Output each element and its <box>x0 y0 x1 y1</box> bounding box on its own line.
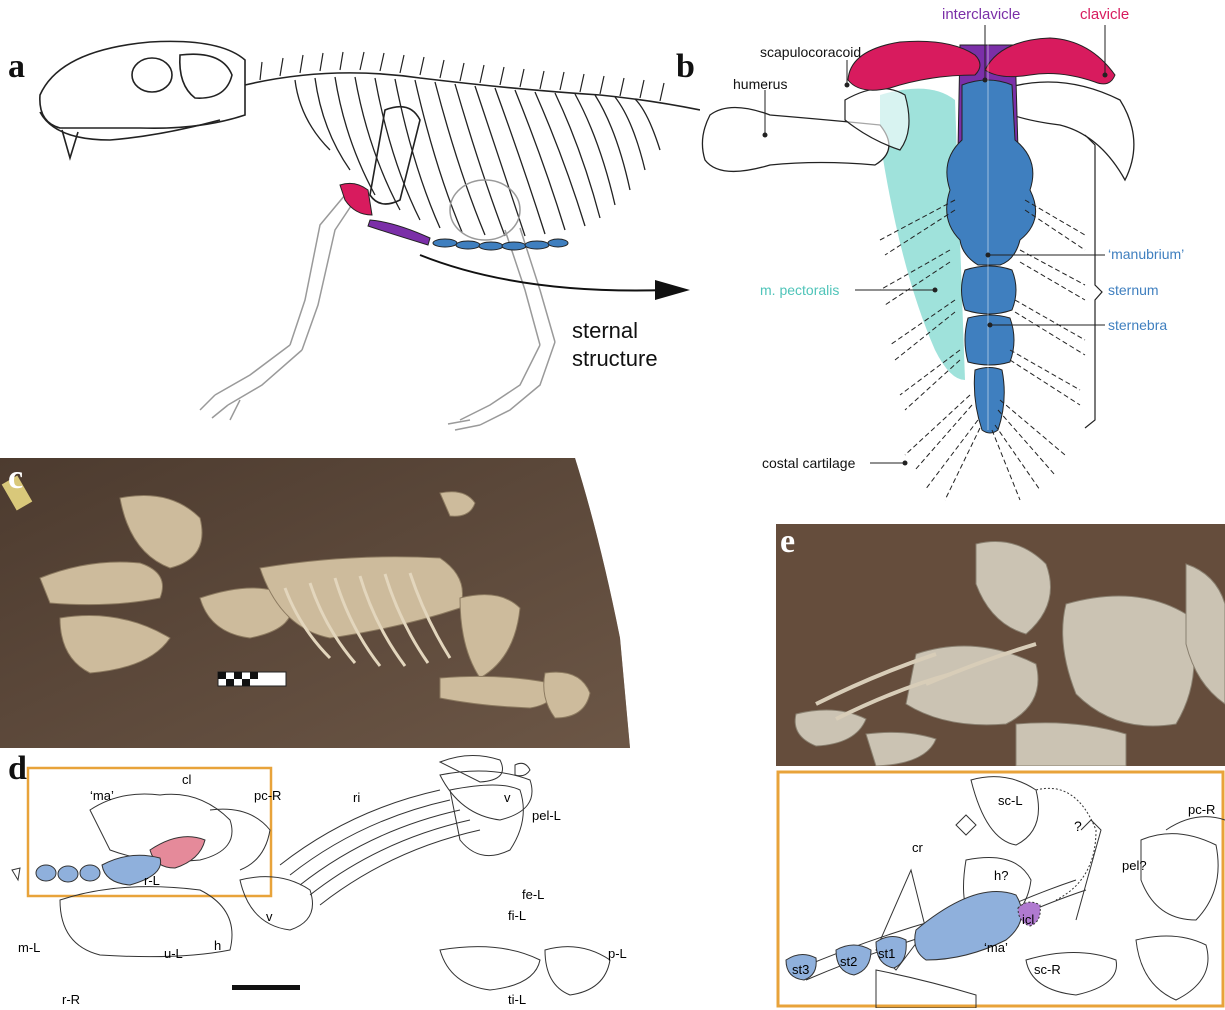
f-label-sc-l: sc-L <box>998 793 1023 808</box>
d-label-h: h <box>214 938 221 953</box>
panel-c-fossil-photo: c <box>0 458 630 748</box>
f-label-pc-r: pc-R <box>1188 802 1215 817</box>
d-label-fe-l: fe-L <box>522 887 544 902</box>
label-sternum: sternum <box>1108 282 1159 298</box>
d-label-pel-l: pel-L <box>532 808 561 823</box>
f-label-sc-r: sc-R <box>1034 962 1061 977</box>
label-interclavicle: interclavicle <box>942 6 1020 23</box>
panel-b-sternum-diagram <box>0 0 1225 510</box>
label-scapulocoracoid: scapulocoracoid <box>760 44 861 60</box>
f-label-pel-q: pel? <box>1122 858 1147 873</box>
d-label-ri: ri <box>353 790 360 805</box>
label-pectoralis: m. pectoralis <box>760 282 839 298</box>
d-label-ti-l: ti-L <box>508 992 526 1007</box>
f-label-ma: ‘ma’ <box>984 940 1008 955</box>
label-humerus: humerus <box>733 76 787 92</box>
f-label-cr: cr <box>912 840 923 855</box>
d-label-ma: ‘ma’ <box>90 788 114 803</box>
label-sternebra: sternebra <box>1108 317 1167 333</box>
d-label-r-r: r-R <box>62 992 80 1007</box>
d-label-v-top: v <box>504 790 511 805</box>
f-label-icl: icl <box>1022 912 1034 927</box>
label-manubrium: ‘manubrium’ <box>1108 246 1184 262</box>
d-label-cl: cl <box>182 772 191 787</box>
d-label-u-l: u-L <box>164 946 183 961</box>
d-label-r-l: r-L <box>144 873 160 888</box>
f-label-h-q: h? <box>994 868 1008 883</box>
d-label-fi-l: fi-L <box>508 908 526 923</box>
f-label-st2: st2 <box>840 954 857 969</box>
f-label-question: ? <box>1074 818 1082 834</box>
panel-e-fossil-photo: e <box>776 524 1225 766</box>
panel-letter-c: c <box>8 459 23 496</box>
d-label-pc-r: pc-R <box>254 788 281 803</box>
f-label-st3: st3 <box>792 962 809 977</box>
label-costal-cartilage: costal cartilage <box>762 455 855 471</box>
f-label-st1: st1 <box>878 946 895 961</box>
label-clavicle: clavicle <box>1080 6 1129 23</box>
d-label-v-mid: v <box>266 909 273 924</box>
d-label-p-l: p-L <box>608 946 627 961</box>
d-label-m-l: m-L <box>18 940 40 955</box>
panel-letter-e: e <box>780 524 795 560</box>
